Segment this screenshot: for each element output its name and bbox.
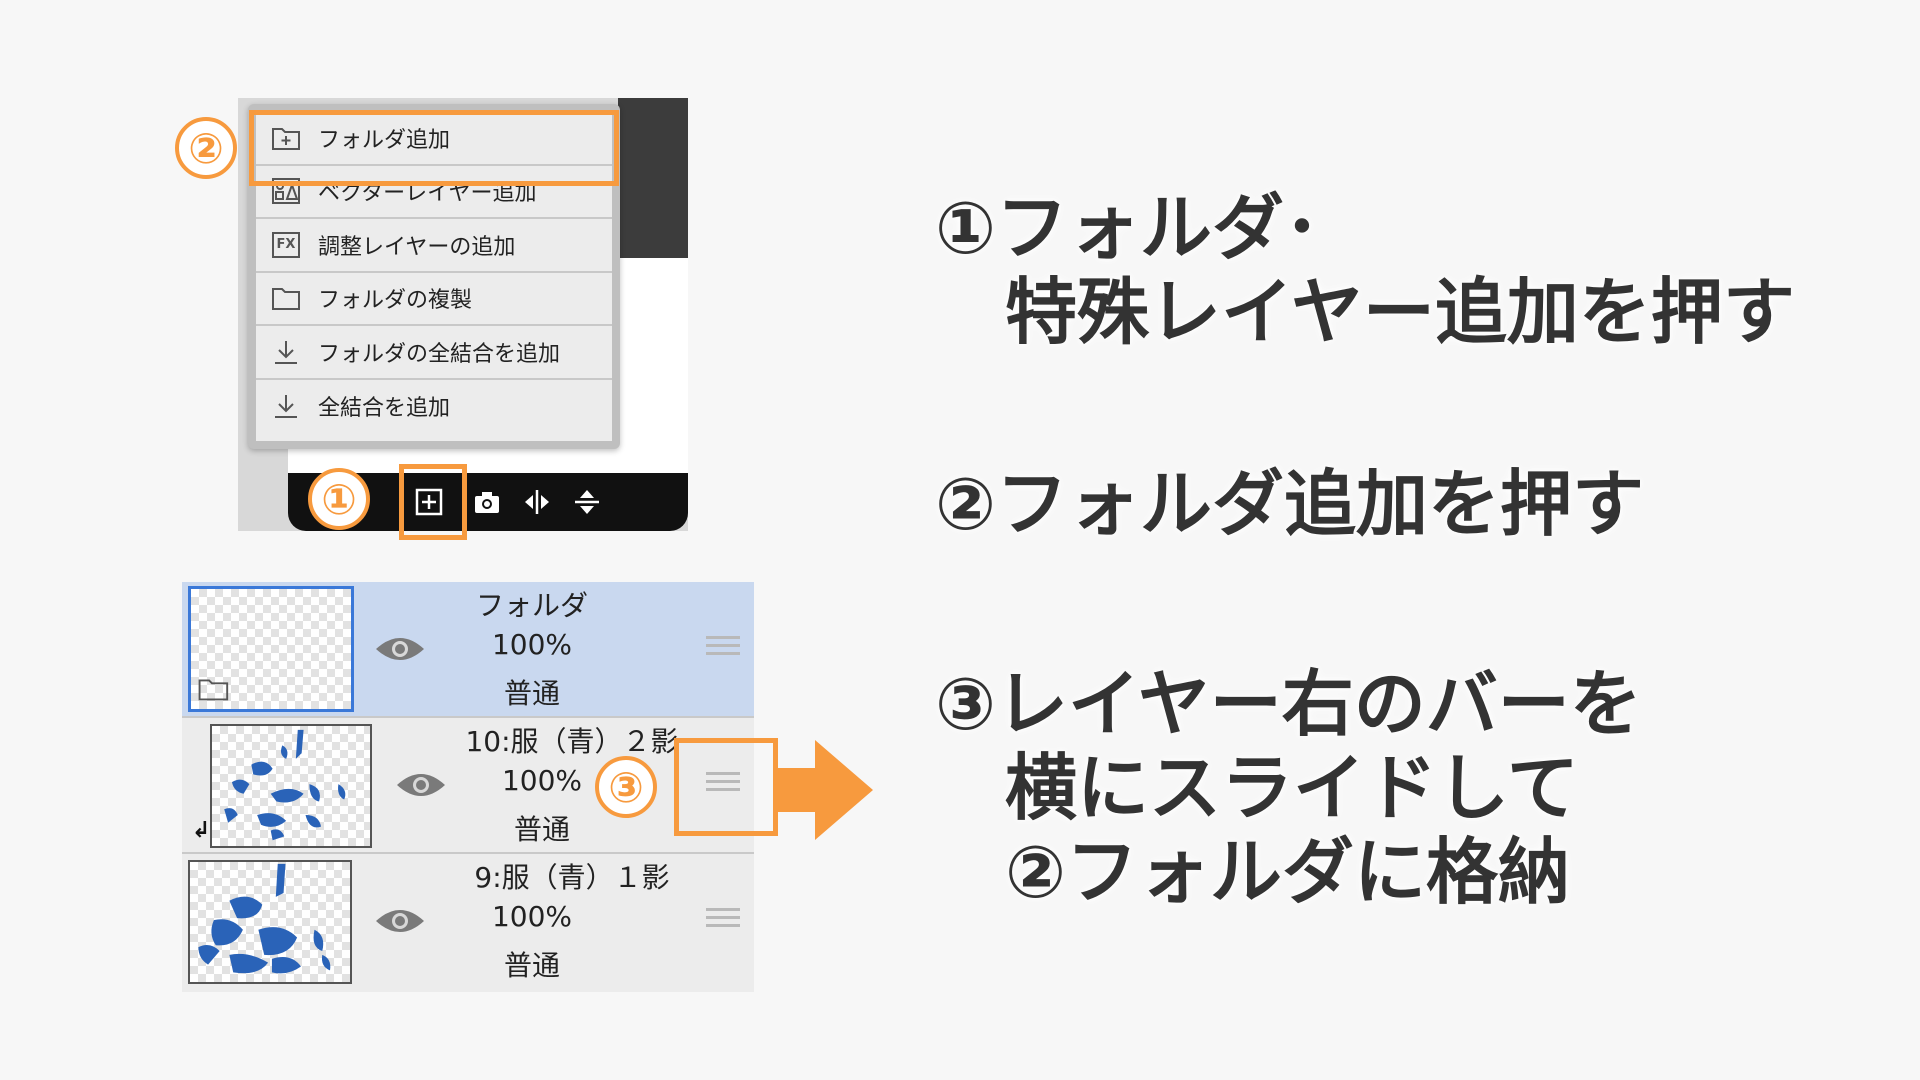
step3-line1: ③レイヤー右のバーを: [935, 662, 1642, 746]
fx-icon: FX: [270, 230, 302, 260]
menu-item-label: 調整レイヤーの追加: [318, 234, 516, 260]
layer-row-9[interactable]: 9:服（青）１影 100% 普通: [182, 854, 754, 992]
layer-opacity: 100%: [501, 764, 583, 797]
menu-item-label: 全結合を追加: [318, 396, 451, 422]
layer-name: フォルダ: [475, 589, 588, 622]
eye-icon[interactable]: [374, 633, 426, 665]
layer-panel-screenshot: フォルダ 100% 普通: [182, 582, 754, 992]
download-icon: [270, 391, 302, 421]
layer-blend-mode: 普通: [513, 813, 570, 846]
folder-icon: [270, 283, 302, 313]
eye-icon[interactable]: [374, 905, 426, 937]
marker-1: ①: [308, 468, 370, 530]
menu-item-label: フォルダの複製: [318, 288, 473, 314]
layer-menu-screenshot: フォルダ追加 ベクターレイヤー追加 FX 調整レイヤーの追加 フォルダの複製: [238, 98, 688, 531]
layer-thumbnail: [210, 724, 372, 848]
step1-line2: 特殊レイヤー追加を押す: [1005, 270, 1795, 354]
layer-row-10[interactable]: ↲ 10:服（青）２影 100% 普通: [182, 718, 754, 854]
highlight-layer-handle: [674, 738, 778, 836]
add-special-layer-menu: フォルダ追加 ベクターレイヤー追加 FX 調整レイヤーの追加 フォルダの複製: [248, 104, 620, 449]
highlight-add-layer-button: [399, 464, 467, 540]
step2-text: ②フォルダ追加を押す: [935, 462, 1644, 546]
layer-name: 10:服（青）２影: [465, 725, 679, 758]
layer-blend-mode: 普通: [503, 677, 560, 710]
menu-item-duplicate-folder[interactable]: フォルダの複製: [256, 273, 612, 326]
folder-add-icon: [270, 123, 302, 153]
menu-item-label: フォルダの全結合を追加: [318, 341, 561, 367]
download-icon: [270, 337, 302, 367]
artwork-thumbnail: [224, 729, 346, 841]
layer-opacity: 100%: [491, 900, 573, 933]
flip-vertical-icon[interactable]: [568, 483, 606, 521]
menu-item-add-folder[interactable]: フォルダ追加: [256, 112, 612, 166]
clipping-arrow-icon: ↲: [192, 818, 211, 843]
drag-handle-icon[interactable]: [706, 772, 740, 802]
highlight-add-folder: [249, 110, 619, 186]
step3-line3: ②フォルダに格納: [1005, 830, 1570, 914]
layer-row-folder[interactable]: フォルダ 100% 普通: [182, 582, 754, 718]
step1-line1: ①フォルダ･: [935, 186, 1320, 270]
drag-handle-icon[interactable]: [706, 908, 740, 938]
layer-thumbnail: [188, 586, 354, 712]
marker-2: ②: [175, 117, 237, 179]
artwork-thumbnail: [198, 863, 331, 974]
menu-item-add-merge-all[interactable]: 全結合を追加: [256, 380, 612, 434]
vector-layer-icon: [270, 176, 302, 206]
menu-item-add-folder-merge[interactable]: フォルダの全結合を追加: [256, 326, 612, 380]
dark-panel-strip: [618, 98, 688, 258]
menu-item-add-adjustment-layer[interactable]: FX 調整レイヤーの追加: [256, 219, 612, 273]
step3-line2: 横にスライドして: [1005, 746, 1579, 830]
camera-icon[interactable]: [468, 483, 506, 521]
drag-handle-icon[interactable]: [706, 636, 740, 666]
layer-blend-mode: 普通: [503, 949, 560, 982]
arrow-right-icon: [775, 740, 873, 840]
add-layer-icon[interactable]: [410, 483, 448, 521]
layer-thumbnail: [188, 860, 352, 984]
marker-3: ③: [595, 756, 657, 818]
folder-icon: [198, 679, 229, 701]
layer-name: 9:服（青）１影: [474, 861, 670, 894]
layer-opacity: 100%: [491, 628, 573, 661]
flip-horizontal-icon[interactable]: [518, 483, 556, 521]
eye-icon[interactable]: [395, 769, 447, 801]
menu-item-label: フォルダ追加: [318, 127, 451, 153]
